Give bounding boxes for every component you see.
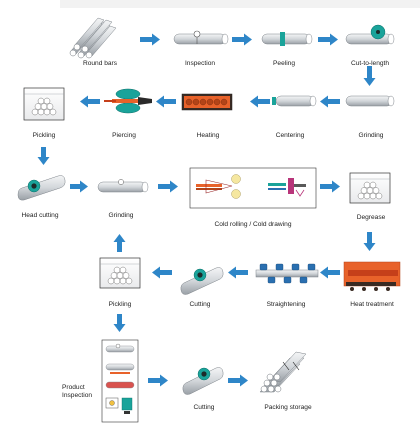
pickling-tank-icon xyxy=(23,87,65,121)
arrow-left-4 xyxy=(80,95,100,108)
top-bar xyxy=(60,0,420,8)
label-inspection: Inspection xyxy=(185,60,215,67)
arrow-right-2 xyxy=(232,33,252,46)
arrow-left-3 xyxy=(156,95,176,108)
grinding-pipe-icon-2 xyxy=(97,179,149,193)
arrow-right-4 xyxy=(70,180,88,193)
arrow-down-4 xyxy=(113,314,126,332)
product-inspection-panel-icon xyxy=(101,339,139,423)
arrow-right-5 xyxy=(158,180,178,193)
label-grinding-1: Grinding xyxy=(359,132,384,139)
arrow-left-7 xyxy=(152,266,172,279)
label-grinding-2: Grinding xyxy=(109,212,134,219)
inspection-pipe-icon xyxy=(173,30,229,45)
arrow-left-2 xyxy=(250,95,270,108)
label-product-inspection-2: Inspection xyxy=(62,392,92,399)
arrow-right-3 xyxy=(318,33,338,46)
label-heat-treatment: Heat treatment xyxy=(350,301,394,308)
cold-rolling-icon xyxy=(189,167,317,209)
label-straightening: Straightening xyxy=(267,301,306,308)
degrease-tank-icon xyxy=(349,172,391,204)
arrow-right-7 xyxy=(148,374,168,387)
arrow-down-1 xyxy=(363,66,376,86)
label-piercing: Piercing xyxy=(112,132,136,139)
label-packing-storage: Packing storage xyxy=(264,404,312,411)
label-pickling-2: Pickling xyxy=(109,301,132,308)
label-peeling: Peeling xyxy=(273,60,295,67)
arrow-left-1 xyxy=(320,95,340,108)
flow-arrows xyxy=(37,33,376,387)
heating-furnace-icon xyxy=(181,93,233,111)
label-cutting-2: Cutting xyxy=(194,404,215,411)
label-product-inspection-1: Product xyxy=(62,384,85,391)
packing-storage-bundle-icon xyxy=(259,351,307,393)
label-degrease: Degrease xyxy=(357,214,386,221)
arrow-up-1 xyxy=(113,234,126,252)
label-cut-to-length: Cut-to-length xyxy=(351,60,389,67)
round-bars-bundle-icon xyxy=(69,17,117,59)
arrow-down-3 xyxy=(363,232,376,251)
label-cold-rolling: Cold rolling / Cold drawing xyxy=(215,221,292,228)
label-pickling-1: Pickling xyxy=(33,132,56,139)
cutting-pipe-icon-2 xyxy=(182,367,224,395)
heat-treatment-furnace-icon xyxy=(343,261,401,291)
label-round-bars: Round bars xyxy=(83,60,118,67)
arrow-right-1 xyxy=(140,33,160,46)
label-centering: Centering xyxy=(276,132,305,139)
grinding-pipe-icon xyxy=(345,95,395,107)
pickling-tank-icon-2 xyxy=(99,257,141,289)
arrow-down-2 xyxy=(37,147,50,165)
head-cutting-icon xyxy=(17,175,66,201)
arrow-right-6 xyxy=(320,180,340,193)
arrow-left-6 xyxy=(228,266,248,279)
straightening-rollers-icon xyxy=(255,263,319,284)
arrow-right-8 xyxy=(228,374,248,387)
piercing-mill-icon xyxy=(104,88,152,114)
centering-pipe-icon xyxy=(272,95,317,107)
label-head-cutting: Head cutting xyxy=(21,212,58,219)
label-heating: Heating xyxy=(197,132,220,139)
label-cutting-1: Cutting xyxy=(190,301,211,308)
cutting-pipe-icon xyxy=(180,267,224,295)
cut-to-length-icon xyxy=(345,24,395,45)
peeling-pipe-icon xyxy=(261,32,313,46)
arrow-left-5 xyxy=(320,266,340,279)
